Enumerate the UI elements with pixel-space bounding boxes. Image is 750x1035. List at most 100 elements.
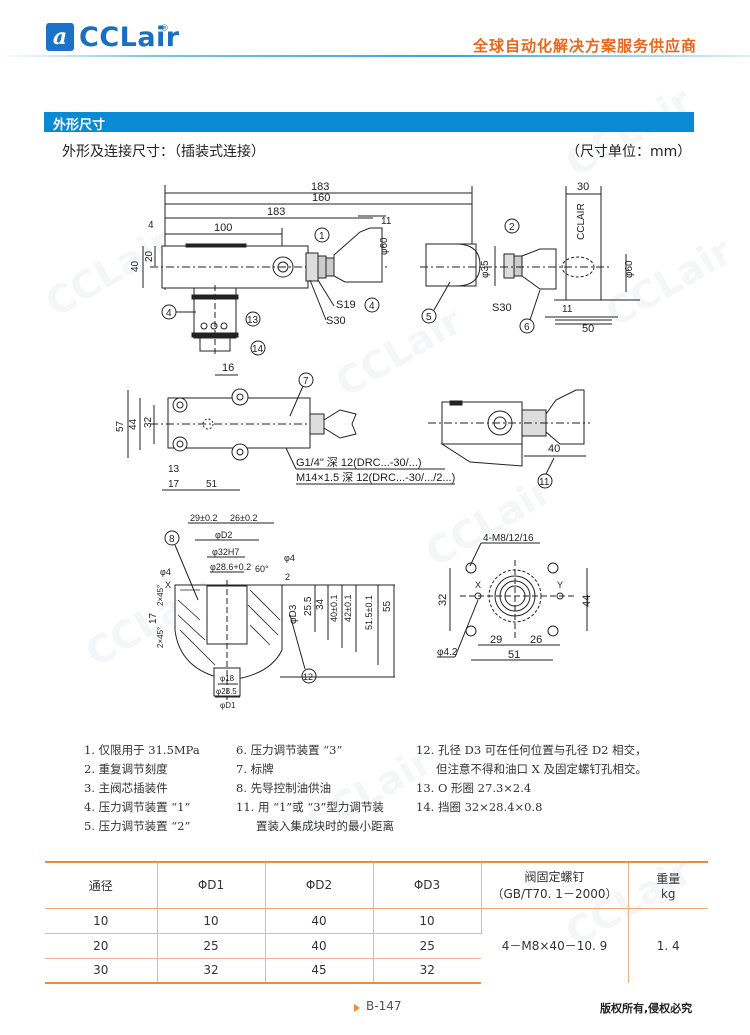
svg-text:φ60: φ60 [624,260,635,278]
svg-text:57: 57 [115,420,126,432]
right-view: 40 11 [428,389,590,489]
svg-text:φ4: φ4 [284,553,295,563]
svg-text:φ32H7: φ32H7 [212,547,239,557]
svg-text:29: 29 [490,634,502,646]
svg-text:4: 4 [166,308,172,319]
table-row: 10 10 40 10 4－M8×40－10. 9 1. 4 [45,908,708,983]
svg-text:51.5±0.1: 51.5±0.1 [364,595,374,630]
svg-text:26: 26 [530,634,542,646]
svg-text:S30: S30 [492,302,512,314]
svg-text:Y: Y [557,580,563,590]
svg-text:40: 40 [130,260,141,272]
svg-text:32: 32 [437,594,449,606]
note-item: 13. O 形圈 27.3×2.4 [416,781,532,795]
note-item: 7. 标牌 [236,762,274,776]
notes-col-3: 12. 孔径 D3 可在任何位置与孔径 D2 相交， 但注意不得和油口 X 及固… [416,741,647,817]
svg-text:φ4: φ4 [160,567,171,577]
svg-text:φ60: φ60 [379,237,390,255]
notes-col-1: 1. 仅限用于 31.5MPa 2. 重复调节刻度 3. 主阀芯插装件 4. 压… [84,741,200,836]
svg-text:CCLAIR: CCLAIR [576,203,587,240]
svg-text:2×45°: 2×45° [156,585,165,606]
side-view: 30 CCLAIR φ35 φ60 11 50 S30 2 5 6 [420,181,640,335]
slogan: 全球自动化解决方案服务供应商 [472,37,697,55]
svg-text:29±0.2: 29±0.2 [190,513,217,523]
svg-text:44: 44 [128,418,139,430]
svg-text:40: 40 [548,443,560,455]
note-item: 14. 挡圈 32×28.4×0.8 [416,800,543,814]
weight-value: 1. 4 [656,938,680,953]
svg-text:φ23.5: φ23.5 [216,687,237,696]
note-item: 12. 孔径 D3 可在任何位置与孔径 D2 相交， [416,743,647,757]
section-bar [44,112,694,132]
svg-text:16: 16 [222,362,234,374]
svg-text:S30: S30 [326,315,346,327]
svg-text:14: 14 [252,344,264,355]
svg-text:φ35: φ35 [480,260,491,278]
note-item: 1. 仅限用于 31.5MPa [84,743,200,757]
svg-text:42±0.1: 42±0.1 [343,595,353,622]
header-d1: ΦD1 [157,861,266,909]
note-item: 6. 压力调节装置 “3” [236,743,343,757]
svg-text:2×45°: 2×45° [156,627,165,648]
svg-text:32: 32 [143,416,154,428]
table-row: 20 25 40 25 [45,933,708,959]
section-title: 外形尺寸 [53,118,106,133]
svg-text:X: X [475,580,481,590]
note-item: 8. 先导控制油供油 [236,781,332,795]
svg-text:7: 7 [303,376,309,387]
header-d2: ΦD2 [265,861,374,909]
svg-text:M14×1.5 深 12(DRC...-30/.../2..: M14×1.5 深 12(DRC...-30/.../2...) [296,471,455,484]
svg-text:φ18: φ18 [220,674,235,683]
svg-text:4: 4 [148,220,154,231]
svg-text:φD2: φD2 [215,530,232,540]
header-d3: ΦD3 [373,861,482,909]
svg-text:6: 6 [524,322,530,333]
page-arrow-icon [354,1004,360,1012]
logo-text: CCLair [79,22,180,53]
svg-text:G1/4" 深 12(DRC...-30/...): G1/4" 深 12(DRC...-30/...) [296,456,422,469]
note-item: 5. 压力调节装置 “2” [84,819,191,833]
svg-text:30: 30 [577,181,589,193]
registered-mark: ® [160,24,169,34]
notes-col-2: 6. 压力调节装置 “3” 7. 标牌 8. 先导控制油供油 11. 用 “1”… [236,741,394,836]
note-item: 4. 压力调节装置 “1” [84,800,191,814]
svg-text:S19: S19 [336,299,356,311]
svg-text:2: 2 [509,222,515,233]
screw-spec: 4－M8×40－10. 9 [481,908,629,983]
header-divider [0,55,750,57]
copyright-notice: 版权所有,侵权必究 [600,1002,693,1015]
svg-text:55: 55 [382,600,393,612]
svg-text:50: 50 [582,323,594,335]
svg-text:5: 5 [426,312,432,323]
note-item: 2. 重复调节刻度 [84,762,168,776]
svg-text:51: 51 [508,649,520,661]
svg-text:17: 17 [168,479,180,490]
header-screw: 阀固定螺钉（GB/T70. 1－2000） [481,861,629,909]
svg-text:17: 17 [148,612,159,624]
svg-text:1: 1 [319,231,325,242]
svg-text:100: 100 [214,222,232,234]
note-item: 置装入集成块时的最小距离 [256,819,394,833]
svg-text:13: 13 [247,315,259,326]
page-number: B-147 [366,999,402,1013]
note-item: 但注意不得和油口 X 及固定螺钉孔相交。 [436,762,647,776]
svg-text:4: 4 [369,301,375,312]
svg-text:φD1: φD1 [220,701,236,710]
svg-text:12: 12 [303,672,313,682]
svg-text:11: 11 [562,304,573,315]
svg-text:φD3: φD3 [288,604,299,624]
svg-text:51: 51 [206,479,218,490]
svg-text:44: 44 [581,595,593,607]
table-row: 30 32 45 32 [45,958,708,984]
front-view: 16 57 44 32 13 17 51 G1/4" 深 12(DRC...-3… [115,362,455,491]
svg-text:183: 183 [311,181,329,193]
port-view: 4-M8/12/16 X Y 32 44 29 26 51 φ4.2 [437,533,593,661]
note-item: 3. 主阀芯插装件 [84,781,168,795]
svg-text:25.5: 25.5 [303,596,314,616]
svg-text:40±0.1: 40±0.1 [329,595,339,622]
svg-text:20: 20 [144,250,155,262]
svg-text:φ4.2: φ4.2 [437,647,458,658]
